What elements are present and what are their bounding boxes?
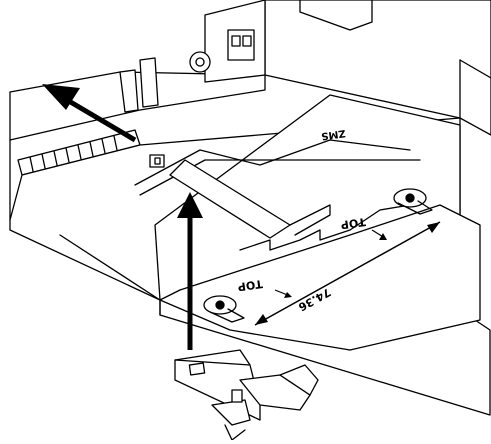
top-arrow-right-icon <box>379 233 387 240</box>
top-arrow-left-icon <box>284 292 292 298</box>
dimension-arrowhead-right <box>427 222 440 233</box>
top-label-right-group: TOP <box>340 215 387 240</box>
dimension-line <box>254 221 441 326</box>
keyhole-left <box>203 295 245 323</box>
model-code-label: ZMS <box>320 127 346 141</box>
top-label-left: TOP <box>237 277 263 293</box>
din-clip <box>174 349 319 441</box>
insertion-direction-arrow <box>177 192 203 350</box>
top-label-right: TOP <box>340 215 366 231</box>
dimension-arrowhead-left <box>255 314 268 325</box>
mounting-plate <box>159 188 481 351</box>
keyhole-right <box>393 188 433 215</box>
top-label-left-group: TOP <box>237 277 292 298</box>
removal-direction-arrow <box>42 84 137 143</box>
